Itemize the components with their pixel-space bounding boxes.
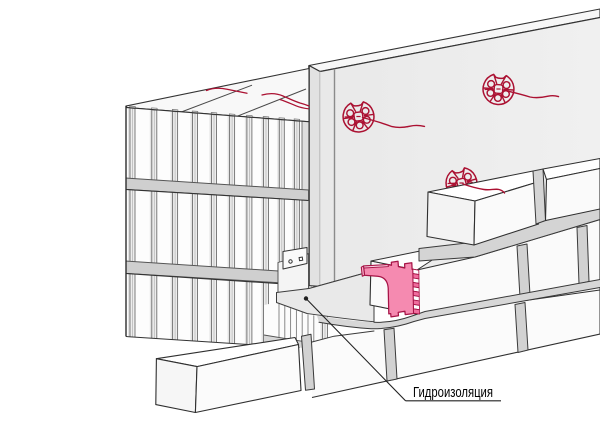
svg-text:Гидроизоляция: Гидроизоляция bbox=[413, 385, 493, 401]
